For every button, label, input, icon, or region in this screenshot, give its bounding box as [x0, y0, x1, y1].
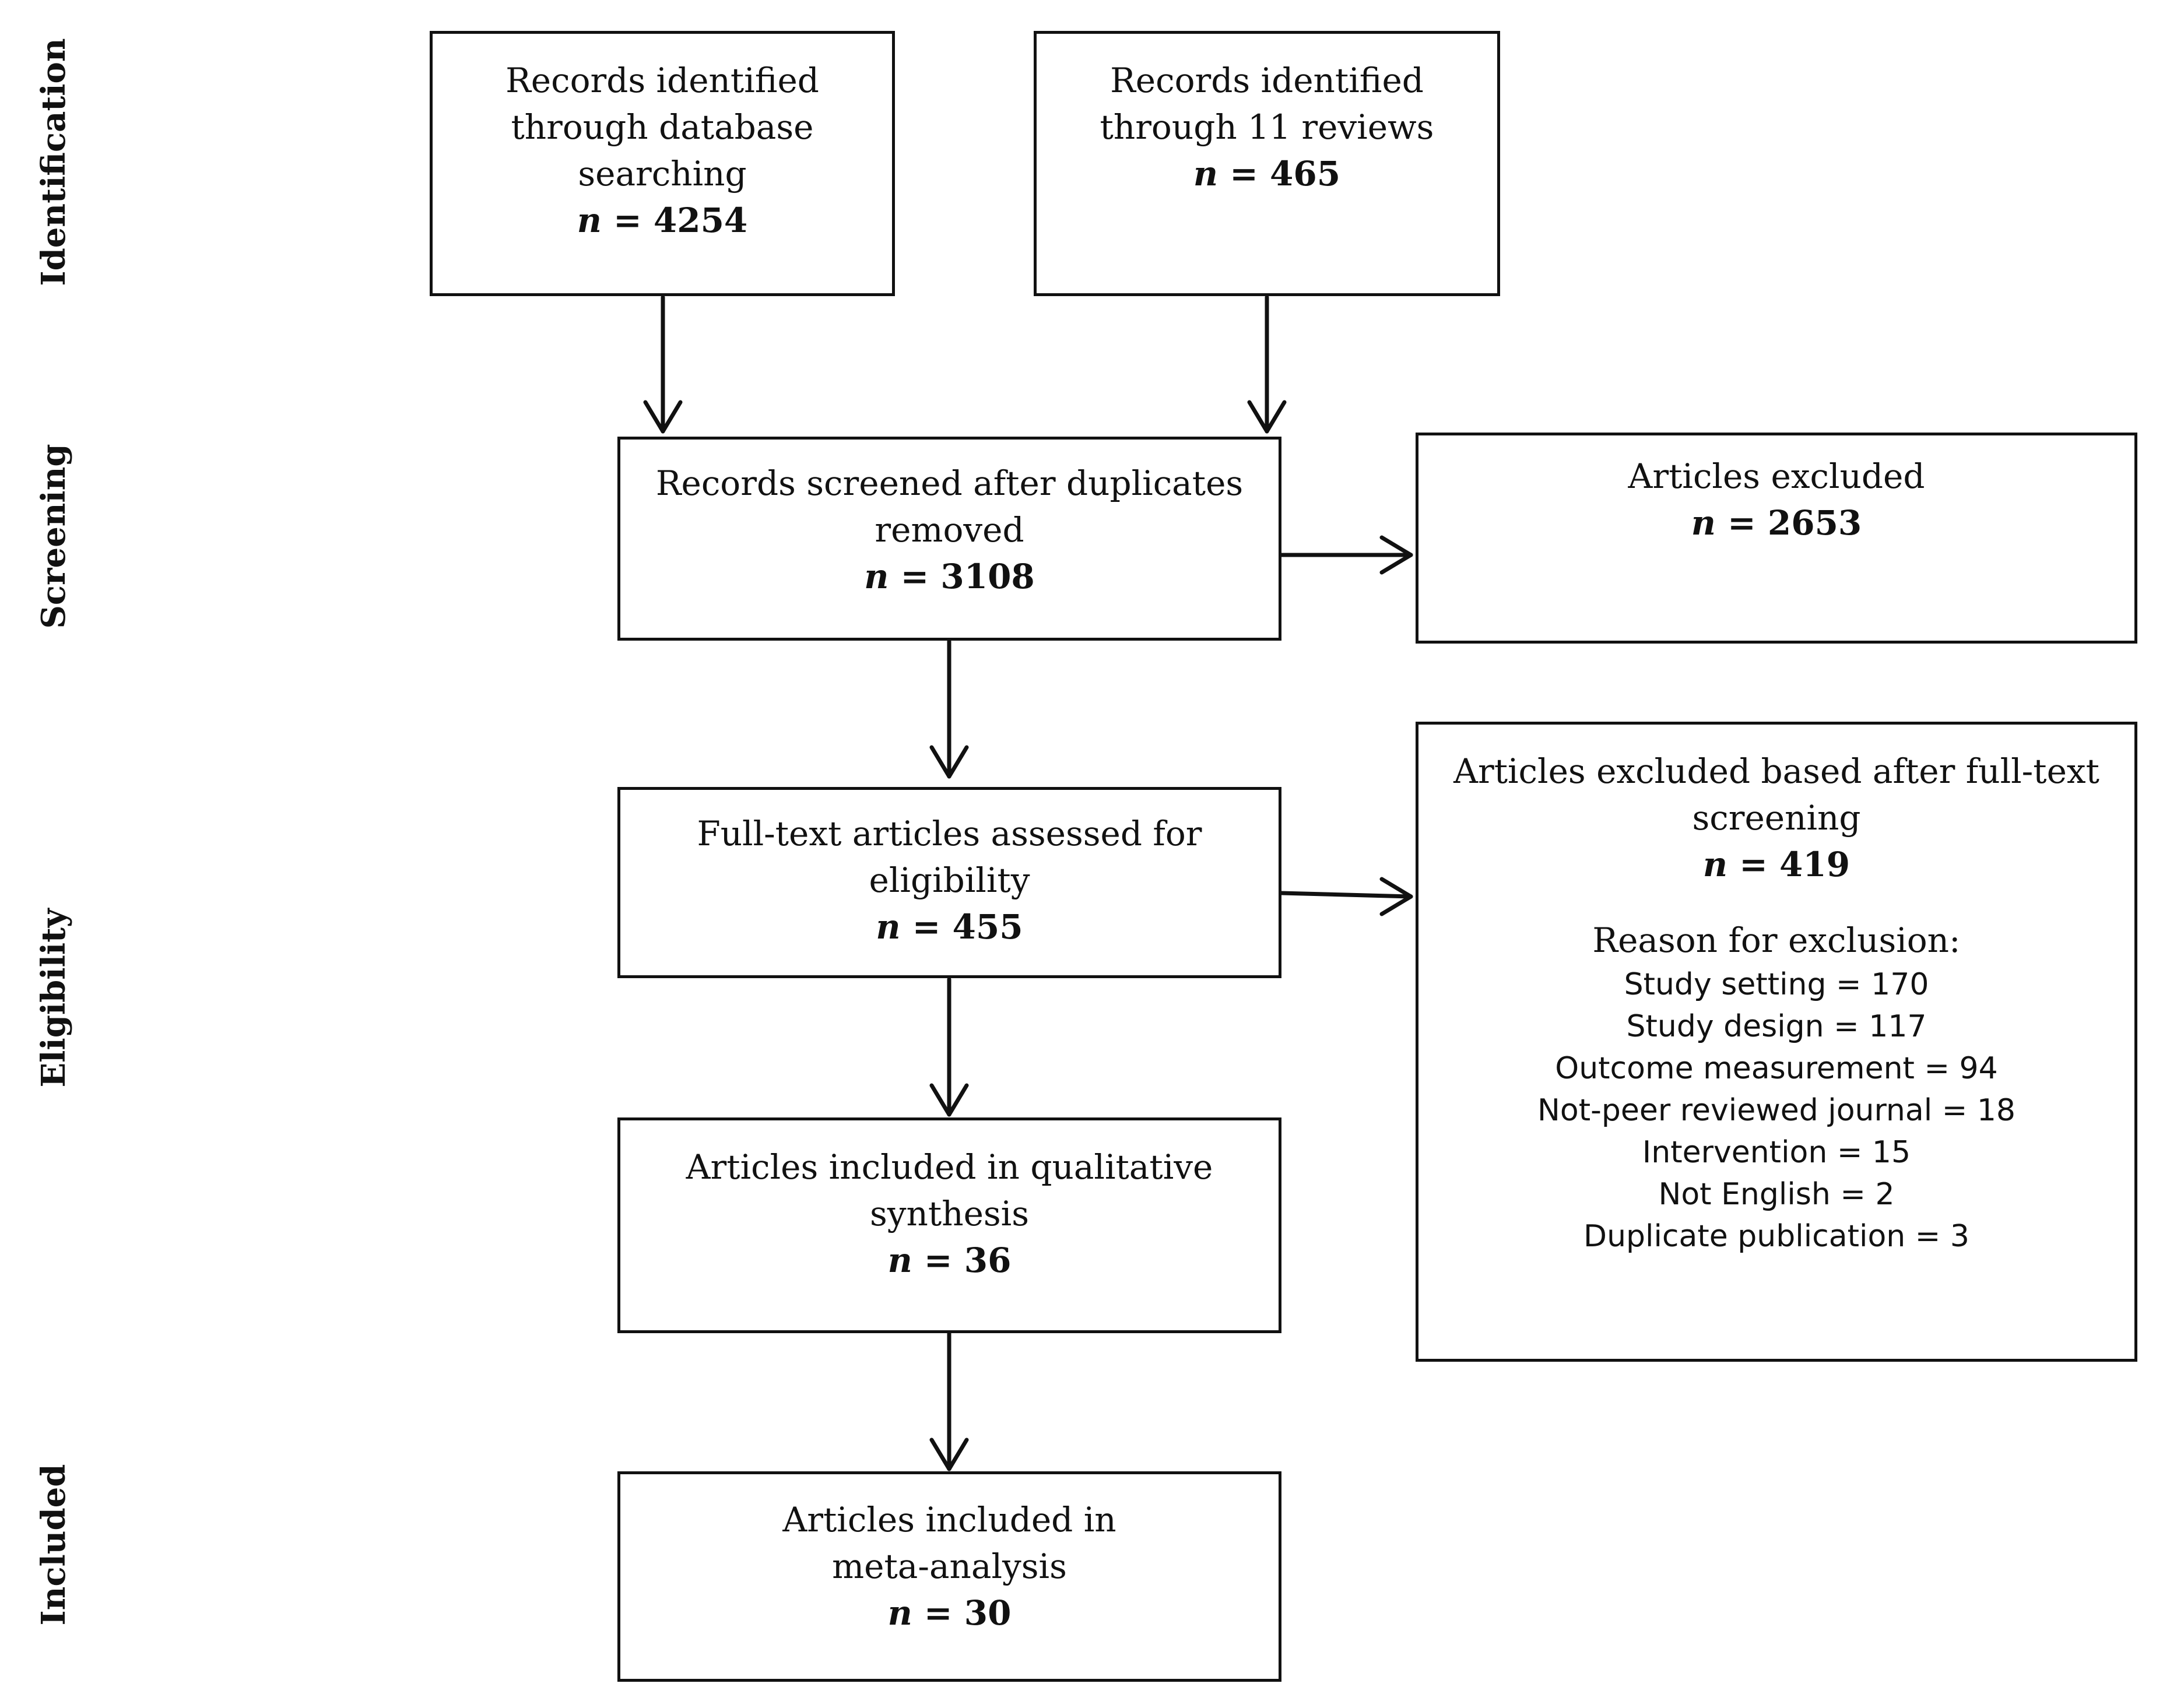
arrowhead-screened-to-excluded — [1379, 535, 1413, 575]
arrowhead-database-to-screened — [643, 400, 683, 434]
box-text-line: Records identified — [1110, 61, 1424, 100]
n-symbol: n — [1691, 503, 1716, 543]
reason-item: Outcome measurement = 94 — [1555, 1051, 1998, 1086]
box-text-line: Records identified — [505, 61, 819, 100]
arrow-fulltext-to-excluded — [1279, 891, 1413, 899]
count-value: = 4254 — [601, 201, 748, 240]
count-qualitative: n = 36 — [620, 1237, 1279, 1284]
n-symbol: n — [887, 1593, 912, 1633]
box-qualitative-synthesis: Articles included in qualitative synthes… — [617, 1117, 1281, 1333]
count-value: = 36 — [912, 1240, 1012, 1280]
reason-title: Reason for exclusion: — [1592, 920, 1961, 960]
reason-item: Intervention = 15 — [1642, 1135, 1911, 1170]
count-value: = 455 — [900, 907, 1023, 947]
box-fulltext-assessed: Full-text articles assessed for eligibil… — [617, 787, 1281, 978]
arrowhead-qualitative-to-meta — [929, 1438, 969, 1471]
box-articles-excluded: Articles excluded n = 2653 — [1416, 433, 2137, 644]
arrowhead-fulltext-to-qualitative — [929, 1083, 969, 1117]
reason-item: Not-peer reviewed journal = 18 — [1537, 1093, 2015, 1128]
box-text-line: screening — [1692, 798, 1861, 838]
box-excluded-fulltext: Articles excluded based after full-text … — [1416, 722, 2137, 1362]
n-symbol: n — [1193, 154, 1219, 194]
count-value: = 30 — [912, 1593, 1012, 1633]
box-text-line: Articles included in qualitative — [686, 1147, 1213, 1187]
box-text-line: synthesis — [870, 1194, 1029, 1233]
n-symbol: n — [876, 907, 901, 947]
reason-item: Study setting = 170 — [1624, 967, 1929, 1002]
arrowhead-reviews-to-screened — [1247, 400, 1287, 434]
box-text-line: removed — [875, 510, 1024, 550]
box-text-line: through database — [511, 107, 814, 147]
count-excluded: n = 2653 — [1418, 500, 2134, 546]
count-value: = 3108 — [889, 557, 1035, 596]
box-text-line: Articles included in — [782, 1500, 1116, 1540]
box-text-line: meta-analysis — [832, 1547, 1067, 1586]
count-reviews: n = 465 — [1037, 150, 1497, 197]
reason-item: Not English = 2 — [1658, 1177, 1895, 1212]
count-screened: n = 3108 — [620, 553, 1279, 600]
arrowhead-fulltext-to-excluded — [1379, 877, 1413, 916]
box-text-line: Full-text articles assessed for eligibil… — [697, 814, 1202, 900]
box-text-line: Records screened after duplicates — [655, 463, 1244, 503]
reason-item: Duplicate publication = 3 — [1583, 1219, 1969, 1254]
n-symbol: n — [1702, 845, 1728, 884]
box-records-screened: Records screened after duplicates remove… — [617, 437, 1281, 641]
count-database: n = 4254 — [433, 197, 892, 244]
arrowhead-screened-to-fulltext — [929, 745, 969, 779]
count-meta: n = 30 — [620, 1590, 1279, 1636]
box-meta-analysis: Articles included in meta-analysis n = 3… — [617, 1471, 1281, 1682]
count-value: = 419 — [1727, 845, 1851, 884]
box-text-line: Articles excluded based after full-text — [1453, 751, 2099, 791]
box-records-database: Records identified through database sear… — [430, 31, 895, 296]
n-symbol: n — [577, 201, 602, 240]
box-text-line: through 11 reviews — [1100, 107, 1434, 147]
box-records-reviews: Records identified through 11 reviews n … — [1034, 31, 1500, 296]
box-text-line: Articles excluded — [1628, 456, 1925, 496]
box-text-line: searching — [578, 154, 747, 194]
count-excluded-fulltext: n = 419 — [1418, 841, 2134, 888]
count-value: = 465 — [1218, 154, 1341, 194]
reason-item: Study design = 117 — [1626, 1009, 1927, 1044]
n-symbol: n — [887, 1240, 912, 1280]
n-symbol: n — [864, 557, 889, 596]
count-fulltext: n = 455 — [620, 904, 1279, 950]
count-value: = 2653 — [1715, 503, 1862, 543]
